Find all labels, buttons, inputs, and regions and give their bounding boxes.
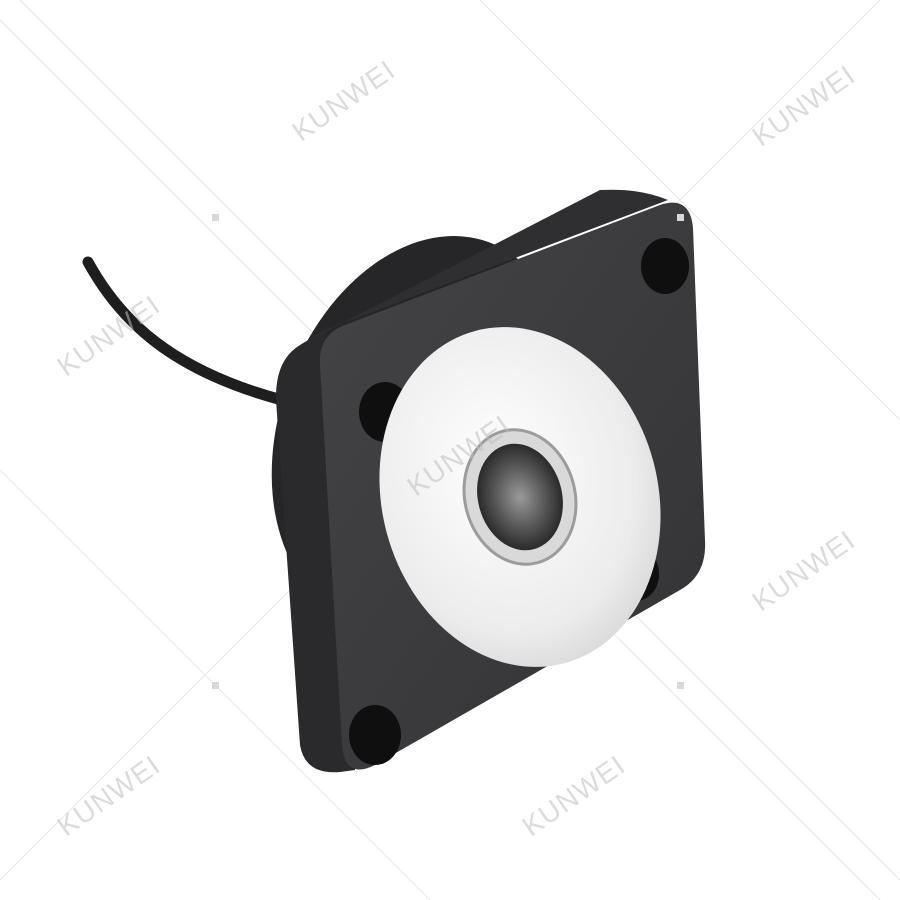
mounting-hole	[349, 705, 401, 765]
cable	[82, 256, 288, 406]
marker-square	[677, 682, 684, 689]
plate-side	[275, 330, 355, 773]
mounting-hole	[641, 238, 689, 294]
marker-square	[677, 214, 684, 221]
marker-square	[212, 682, 219, 689]
threaded-hole	[477, 443, 563, 551]
marker-square	[212, 214, 219, 221]
